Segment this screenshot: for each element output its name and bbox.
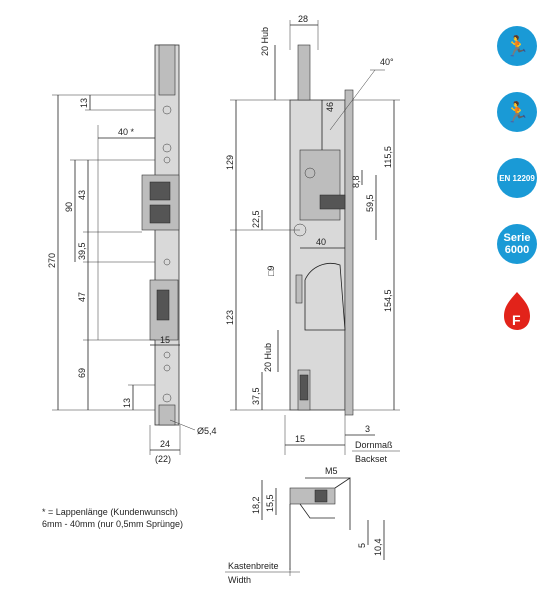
screw-hole: [162, 393, 172, 403]
footnote: * = Lappenlänge (Kundenwunsch) 6mm - 40m…: [42, 506, 183, 530]
dim-8-8: 8,8: [351, 175, 361, 188]
dim-22-5: 22,5: [251, 210, 261, 228]
screw-hole: [163, 364, 171, 372]
dim-13-top: 13: [79, 98, 89, 108]
mechanism-upper: [299, 149, 341, 221]
dim-154-5: 154,5: [383, 289, 393, 312]
dim-123: 123: [225, 310, 235, 325]
dim-40: 40: [316, 237, 326, 247]
dim-129: 129: [225, 155, 235, 170]
dim-15-mid: 15: [160, 335, 170, 345]
dim-39-5: 39,5: [77, 242, 87, 260]
dim-24: 24: [160, 439, 170, 449]
latch-part-2: [149, 204, 171, 224]
escape-route-badge-1: 🏃: [497, 26, 537, 66]
top-rod: [297, 44, 311, 101]
dim-13-bot: 13: [122, 398, 132, 408]
dim-90: 90: [64, 202, 74, 212]
bottom-view: M5 18,2 15,5 5 10,4 Kastenbreite Width: [225, 466, 385, 585]
bolt-part: [156, 289, 170, 321]
running-man-icon-2: 🏃: [504, 101, 530, 124]
cylinder-cutout: [304, 262, 346, 331]
dim-40-star: 40 *: [118, 127, 135, 137]
dim-5: 5: [357, 543, 367, 548]
latch-tongue: [319, 194, 346, 210]
latch-part: [149, 181, 171, 201]
faceplate-side: [344, 89, 354, 416]
dim-20-hub-bot: 20 Hub: [263, 343, 273, 372]
dim-37-5: 37,5: [251, 387, 261, 405]
bottom-part: [314, 489, 328, 503]
dim-115-5: 115,5: [383, 146, 393, 168]
label-width: Width: [228, 575, 251, 585]
bottom-case: [289, 487, 336, 505]
screw-hole: [163, 156, 171, 164]
serie-6000-badge: Serie 6000: [497, 224, 537, 264]
label-dornmass: Dornmaß: [355, 440, 393, 450]
dim-3: 3: [365, 424, 370, 434]
cylinder-slot: [295, 274, 303, 304]
lock-case: [289, 99, 346, 411]
dim-10-4: 10,4: [373, 538, 383, 556]
top-bolt: [158, 44, 176, 96]
dim-18-2: 18,2: [251, 496, 261, 514]
label-backset: Backset: [355, 454, 388, 464]
label-kastenbreite: Kastenbreite: [228, 561, 279, 571]
dim-diameter-5-4: Ø5,4: [197, 426, 217, 436]
dim-270: 270: [47, 253, 57, 268]
dim-22-paren: (22): [155, 454, 171, 464]
screw-hole: [163, 258, 171, 266]
fire-icon: F: [504, 292, 530, 330]
dim-square-9: □9: [266, 266, 276, 276]
faceplate: [154, 44, 180, 426]
escape-route-badge-2: 🏃: [497, 92, 537, 132]
dim-46: 46: [325, 102, 335, 112]
screw-hole: [162, 143, 172, 153]
footnote-line-1: * = Lappenlänge (Kundenwunsch): [42, 507, 178, 517]
running-man-icon: 🏃: [504, 35, 530, 58]
dim-69: 69: [77, 368, 87, 378]
dim-20-hub-top: 20 Hub: [260, 27, 270, 56]
footnote-line-2: 6mm - 40mm (nur 0,5mm Sprünge): [42, 519, 184, 529]
dim-28: 28: [298, 14, 308, 24]
dim-59-5: 59,5: [365, 194, 375, 212]
front-view: 270 13 40 * 90 43 39,5 47 15 69: [47, 44, 217, 464]
dim-43: 43: [77, 190, 87, 200]
dim-15-bot: 15: [295, 434, 305, 444]
dim-47: 47: [77, 292, 87, 302]
dim-40-deg: 40°: [380, 57, 394, 67]
dim-15-5: 15,5: [265, 494, 275, 512]
follower: [304, 167, 316, 179]
screw-hole: [163, 351, 171, 359]
fire-letter: F: [512, 312, 521, 328]
side-view: 20 Hub 28 40° 46 129 115,5 8,8 59,5 22,5: [225, 14, 400, 464]
en-12209-badge: EN 12209: [497, 158, 537, 198]
screw-hole: [162, 105, 172, 115]
bottom-bolt: [158, 404, 176, 426]
bottom-rod-part: [299, 374, 309, 401]
dim-m5: M5: [325, 466, 338, 476]
